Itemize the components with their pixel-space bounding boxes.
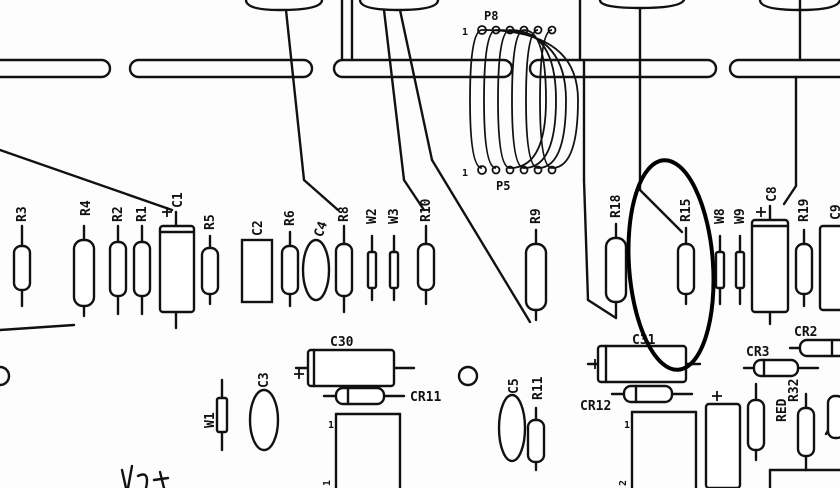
diode-cr11 [322,386,406,406]
resistor-r8 [334,224,354,314]
label-c30: C30 [330,335,354,350]
handwriting-scribble [120,464,170,488]
label-w1: W1 [203,412,218,428]
component-labels: R3 R4 R2 R1 C1 R5 C2 R6 C4 R8 W2 W3 R10 … [15,186,840,239]
diode-cr3 [742,358,820,378]
lower-components [0,338,840,488]
resistor-r1 [132,224,152,316]
label-r19: R19 [797,199,812,222]
capacitor-c2 [240,238,274,304]
label-r32: R32 [787,379,802,402]
label-r15: R15 [679,199,694,222]
label-ic-right-pin2: 2 [618,480,629,486]
resistor-r19 [794,228,814,308]
resistor-r5 [200,234,220,306]
label-r11: R11 [531,376,546,400]
connector-p8-p5 [469,25,579,175]
label-r10: R10 [419,198,434,222]
label-cr2: CR2 [794,325,817,340]
label-c2: C2 [251,220,266,236]
jumper-w1 [215,378,229,452]
resistor-r4 [72,224,96,318]
label-r1: R1 [135,206,150,222]
jumper-w9 [734,234,746,306]
label-p8: P8 [484,9,498,23]
led-red [746,382,766,462]
resistor-r2 [108,224,128,316]
label-red: RED [775,398,790,422]
capacitor-c8 [750,204,790,326]
label-r6: R6 [283,210,298,226]
resistor-r32 [796,392,816,472]
label-w8: W8 [713,208,728,224]
label-w2: W2 [365,208,380,224]
diode-cr12 [610,384,694,404]
capacitor-c5 [497,393,527,463]
label-r5: R5 [203,214,218,230]
diode-cr2 [788,338,840,358]
label-p8-pin1: 1 [462,27,468,38]
capacitor-electrolytic-lower [704,402,742,488]
label-c9: C9 [829,204,840,220]
label-c5: C5 [507,378,522,394]
resistor-r10 [416,224,436,306]
label-w9: W9 [733,208,748,224]
label-ic-left-pin1: 1 [328,420,334,431]
capacitor-c3 [248,388,280,452]
capacitor-c4 [301,238,331,302]
ic-socket-right [630,410,698,488]
resistor-r15 [676,226,696,306]
label-w3: W3 [387,208,402,224]
ic-socket-left [334,412,402,488]
label-r4: R4 [79,200,94,216]
label-r18: R18 [609,194,624,218]
resistor-r18 [604,222,628,320]
label-cr12: CR12 [580,399,611,414]
label-r3: R3 [15,206,30,222]
label-ic-right-pin1: 1 [624,420,630,431]
highlight-ellipse [626,158,716,372]
resistor-lower-right [826,394,840,440]
bus-traces [0,0,840,79]
resistors [12,204,840,330]
jumper-w2 [366,234,378,302]
capacitor-c30 [294,348,416,388]
capacitor-c1 [158,210,196,330]
jumper-w8 [714,234,726,306]
label-p5-pin1: 1 [462,168,468,179]
label-p5: P5 [496,179,510,193]
ic-socket-bottom-right [768,468,840,488]
label-r9: R9 [529,208,544,224]
capacitor-c9 [818,224,840,312]
label-cr11: CR11 [410,390,441,405]
label-c1: C1 [171,192,186,208]
label-r8: R8 [337,206,352,222]
resistor-r3 [12,224,32,308]
resistor-r9 [524,228,548,322]
label-ic-left-pin1-bottom: 1 [322,480,333,486]
resistor-r6 [280,230,300,308]
label-c3: C3 [257,372,272,388]
resistor-r11 [526,406,546,472]
label-cr3: CR3 [746,345,769,360]
top-connector-bodies [244,0,840,12]
capacitor-c31 [586,344,702,384]
jumper-w3 [388,234,400,302]
label-c8: C8 [765,186,780,202]
label-r2: R2 [111,206,126,222]
label-c4: C4 [312,219,332,239]
